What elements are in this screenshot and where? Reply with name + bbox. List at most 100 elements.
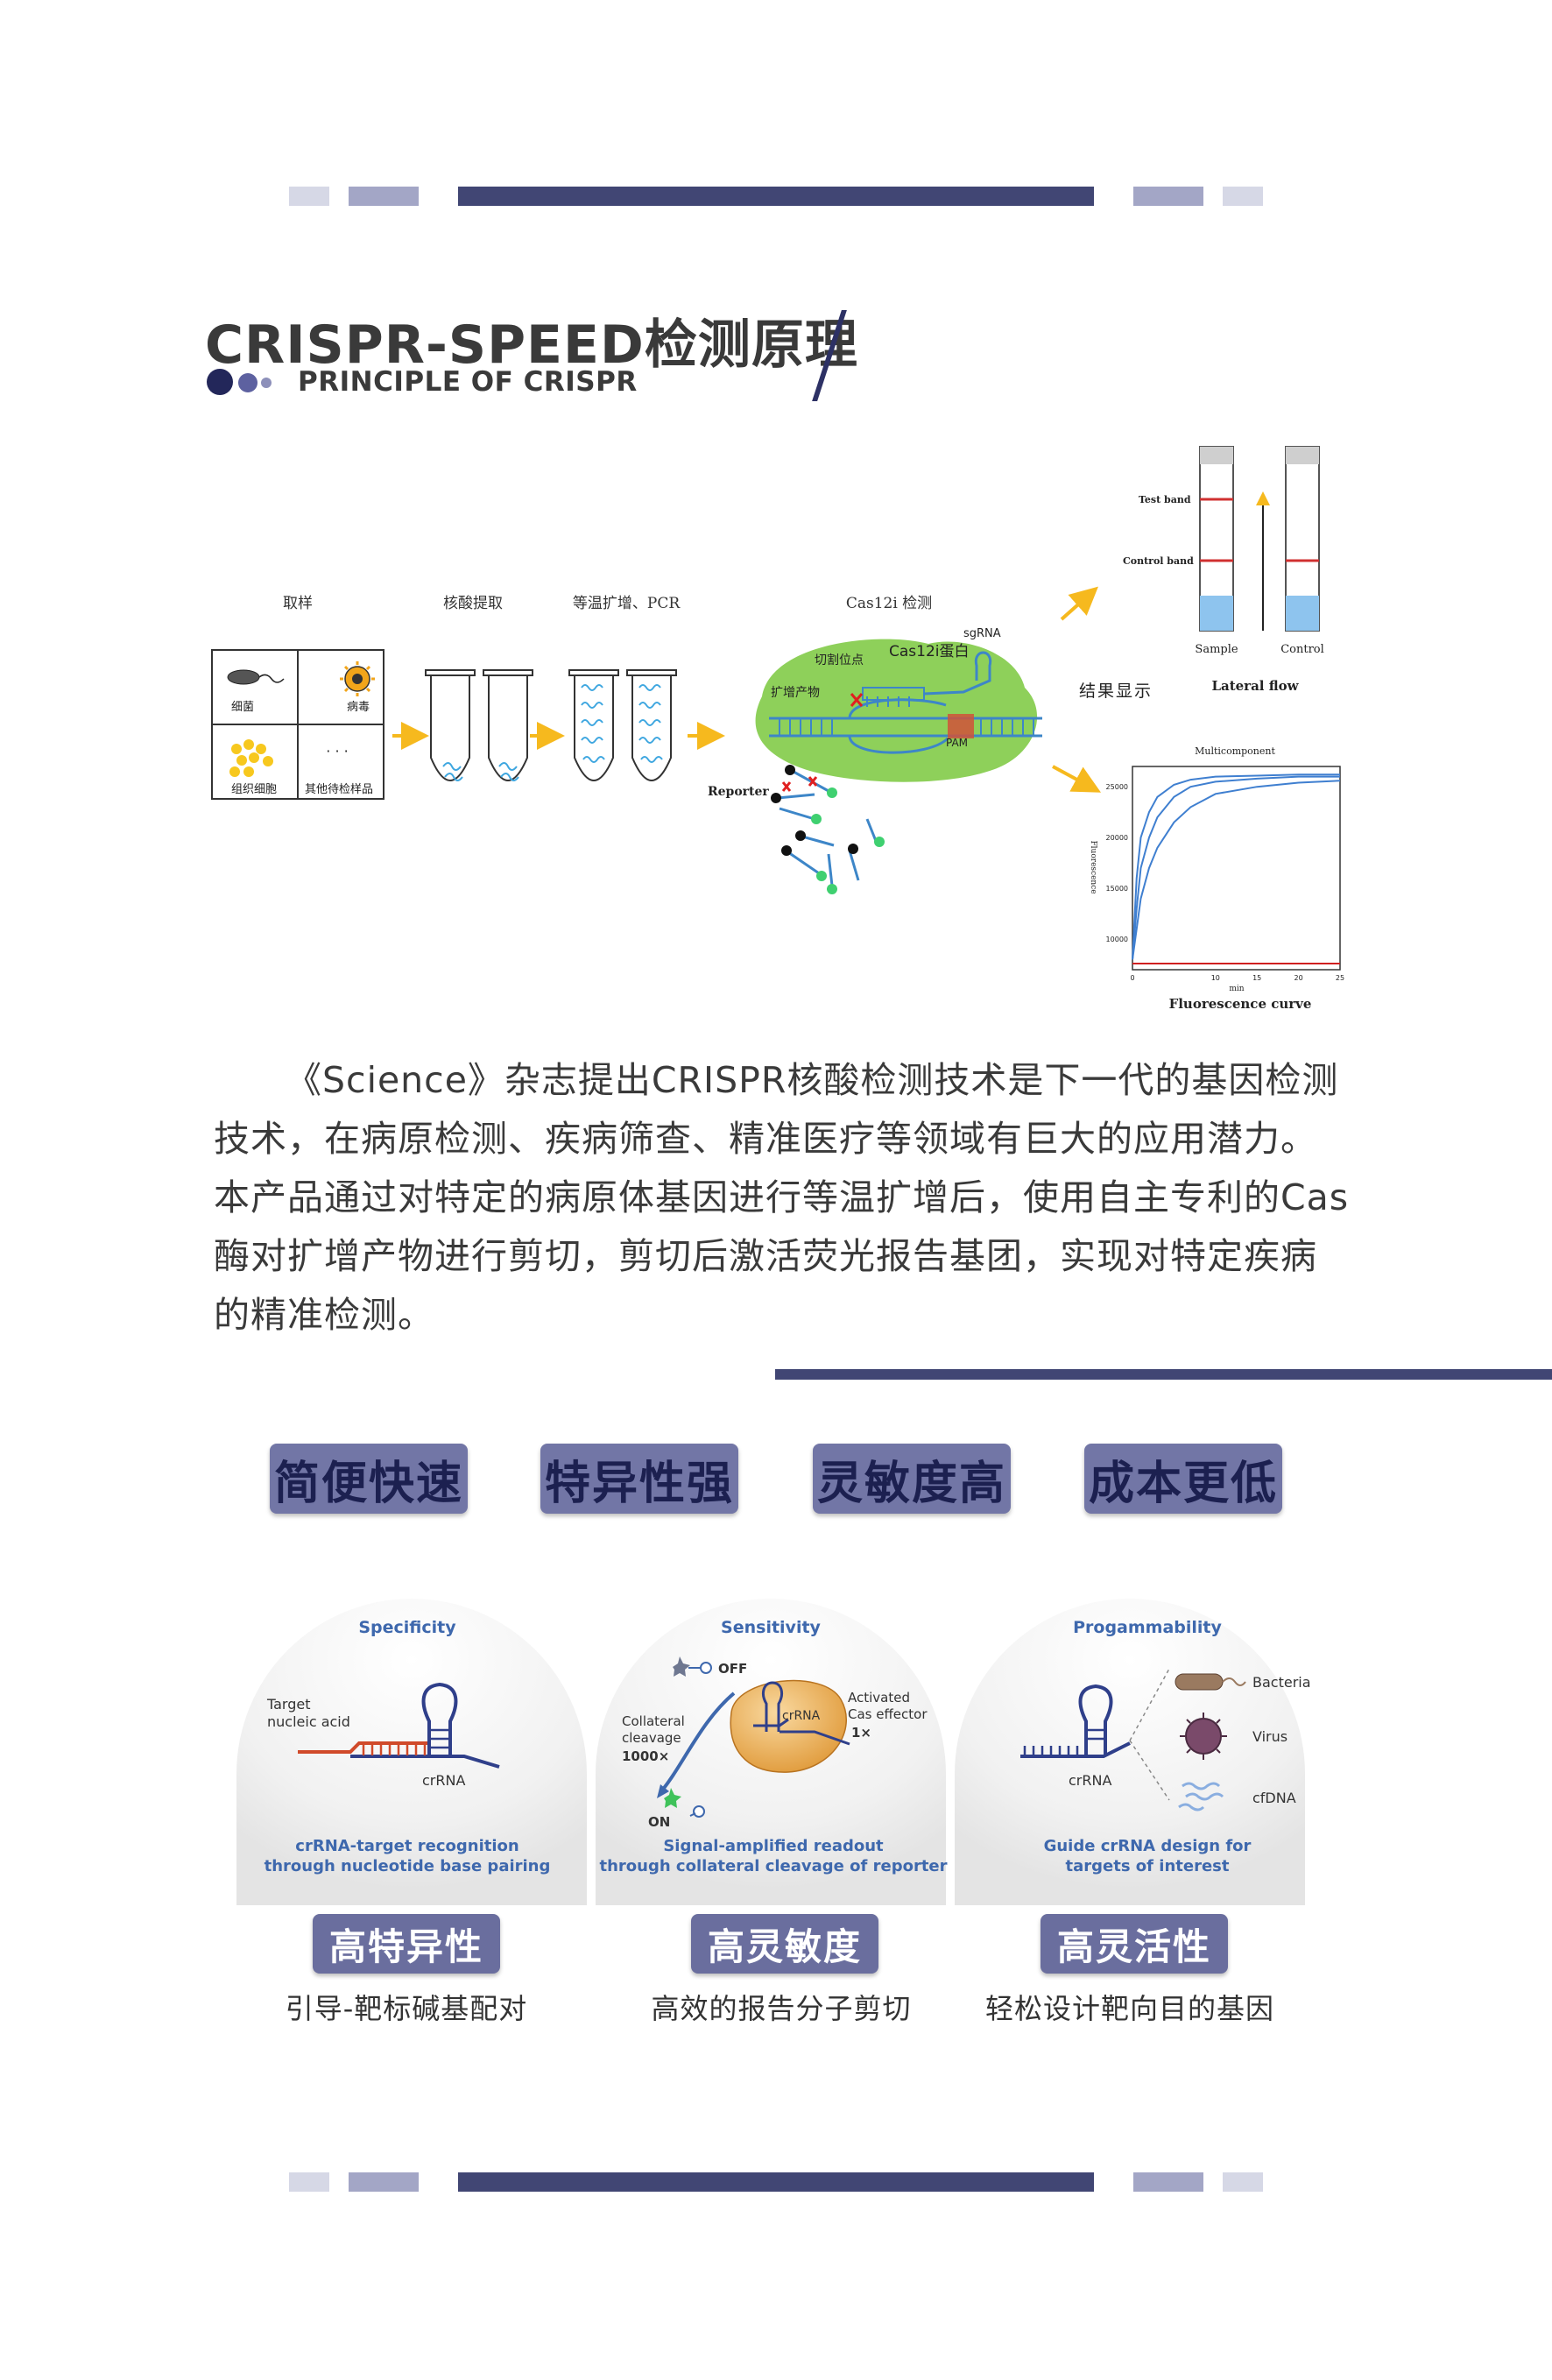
panels-illustration: Specificity Target nucleic acid crRNA cr… [236,1599,1311,1905]
panel-title-programmability: Progammability [1073,1618,1222,1637]
amplification-tubes [568,669,677,781]
feature-sensitive: 灵敏度高 [813,1444,1011,1514]
label-target-2: nucleic acid [267,1713,350,1730]
panel-title-specificity: Specificity [358,1618,456,1637]
label-activated-2: Cas effector [848,1706,928,1722]
chart-xtick: 25 [1336,974,1344,982]
product-label: 扩增产物 [771,686,820,700]
result-label: 结果显示 [1079,682,1153,701]
chart-ytick: 10000 [1106,936,1128,943]
reporter-off-icon [673,1656,712,1677]
step-label-extraction: 核酸提取 [443,595,503,612]
intro-text: 《Science》杂志提出CRISPR核酸检测技术是下一代的基因检测技术，在病原… [214,1059,1350,1336]
title-dots [207,369,277,397]
label-on: ON [648,1814,670,1830]
bacteria-icon [1175,1673,1246,1691]
reporter-fragments [771,765,885,894]
chart-ytick: 25000 [1106,783,1128,791]
sample-virus: 病毒 [347,701,370,714]
sample-tissue: 组织细胞 [231,783,277,796]
chart-ylabel: Fluorescence [1089,840,1097,893]
deco-bar-bottom-5 [1223,2172,1263,2192]
deco-bar-bottom-4 [1133,2172,1203,2192]
sgrna-label: sgRNA [963,627,1001,640]
caption-specificity-2: through nucleotide base pairing [265,1857,551,1875]
sample-strip-label: Sample [1195,643,1238,656]
virus-icon [340,661,375,696]
feature-lowcost: 成本更低 [1084,1444,1282,1514]
feature-fast: 简便快速 [270,1444,468,1514]
label-virus: Virus [1252,1728,1287,1745]
chart-line-0 [1132,773,1340,960]
cas-protein-label: Cas12i蛋白 [889,643,970,660]
reporter-on-icon [664,1788,705,1818]
crispr-diagram: 取样 核酸提取 等温扩增、PCR Cas12i 检测 细菌 病毒 [211,446,1344,1012]
sub-sensitivity: 高效的报告分子剪切 [651,1992,912,2025]
pill-high-specificity: 高特异性 [313,1914,500,1974]
step-label-sampling: 取样 [283,595,313,612]
virus-icon [1180,1713,1227,1760]
fluorescence-caption: Fluorescence curve [1169,996,1312,1012]
sub-specificity: 引导-靶标碱基配对 [285,1992,528,2025]
chart-ytick: 15000 [1106,885,1128,893]
chart-xlabel: min [1229,985,1244,993]
control-strip-label: Control [1280,643,1324,656]
label-off: OFF [718,1661,747,1677]
cut-site-label: 切割位点 [815,653,864,667]
step-label-detection: Cas12i 检测 [846,595,932,612]
cas12i-complex [755,639,1042,782]
chart-ytick: 20000 [1106,834,1128,842]
label-cfdna: cfDNA [1252,1790,1296,1806]
label-target: Target [266,1696,311,1713]
caption-programmability-2: targets of interest [1066,1857,1230,1875]
caption-sensitivity-2: through collateral cleavage of reporter [599,1857,947,1875]
label-activated: Activated [848,1690,910,1706]
chart-xtick: 15 [1252,974,1261,982]
deco-bar-top-4 [1133,187,1203,206]
panel-title-sensitivity: Sensitivity [721,1618,821,1637]
reporter-label: Reporter [708,785,769,799]
pill-high-sensitivity: 高灵敏度 [691,1914,878,1974]
lateral-flow-strips [1199,446,1320,632]
cfdna-icon [1178,1782,1224,1811]
deco-bar-bottom-1 [289,2172,329,2192]
test-band-label: Test band [1139,494,1191,505]
sub-flexibility: 轻松设计靶向目的基因 [984,1992,1274,2025]
cas-effector-icon [730,1679,850,1773]
sample-dots: · · · [326,743,348,759]
deco-bar-top-5 [1223,187,1263,206]
sample-other: 其他待检样品 [305,783,373,796]
extraction-tubes [425,669,533,781]
label-crrna-3: crRNA [1069,1772,1111,1789]
chart-xtick: 0 [1130,974,1134,982]
label-activated-3: 1× [851,1725,871,1741]
chart-series [1132,773,1341,965]
chart-line-1 [1132,775,1340,960]
bacteria-icon [227,669,285,685]
deco-bar-top-1 [289,187,329,206]
arrow-icon [1052,765,1102,793]
label-collateral: Collateral [622,1713,685,1729]
caption-sensitivity-1: Signal-amplified readout [663,1837,884,1855]
chart-yticks: 25000 20000 15000 10000 [1106,783,1128,943]
chart-xtick: 20 [1295,974,1303,982]
sample-bacteria: 细菌 [231,701,254,714]
cleavage-arrow-icon [660,1691,736,1793]
deco-bar-bottom-2 [349,2172,419,2192]
caption-specificity-1: crRNA-target recognition [295,1837,519,1855]
tissue-cell-icon [229,739,273,777]
specificity-crrna-icon [298,1682,500,1769]
section-divider [775,1369,1552,1380]
deco-bar-top-3 [458,187,1094,206]
programmability-crrna-icon [1020,1668,1170,1801]
caption-programmability-1: Guide crRNA design for [1044,1837,1252,1855]
label-crrna-2: crRNA [782,1709,821,1723]
deco-bar-top-2 [349,187,419,206]
pam-label: PAM [946,737,968,749]
intro-paragraph: 《Science》杂志提出CRISPR核酸检测技术是下一代的基因检测技术，在病原… [214,1051,1352,1345]
chart-xtick: 10 [1211,974,1220,982]
label-collateral-2: cleavage [622,1730,681,1746]
lateral-flow-caption: Lateral flow [1211,678,1299,694]
fluorescence-chart: 25000 20000 15000 10000 0 10 15 20 25 [1106,766,1344,982]
page-title: CRISPR-SPEED检测原理 [205,314,858,376]
